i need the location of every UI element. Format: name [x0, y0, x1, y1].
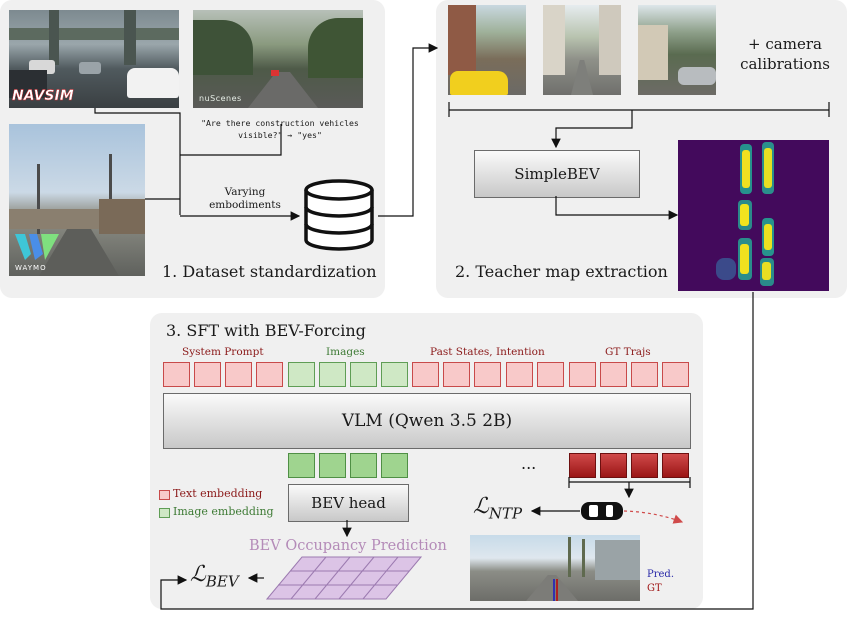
bev-occupancy-grid — [266, 556, 422, 600]
token-system-prompt — [194, 362, 221, 387]
bev-occupancy-label: BEV Occupancy Prediction — [249, 538, 447, 554]
token-past-states — [443, 362, 470, 387]
loss-ntp-symbol: ℒ — [473, 494, 489, 519]
waymo-camera-image: WAYMO — [9, 124, 145, 276]
prediction-camera-image — [470, 535, 640, 601]
varying-label: Varying — [224, 186, 266, 198]
pred-label: Pred. — [647, 569, 675, 580]
vlm-box: VLM (Qwen 3.5 2B) — [163, 393, 691, 449]
token-image — [381, 362, 408, 387]
group-label-system-prompt: System Prompt — [182, 346, 264, 358]
loss-ntp-subscript: NTP — [488, 504, 523, 523]
token-past-states — [537, 362, 564, 387]
database-icon — [304, 179, 374, 251]
loss-bev-subscript: BEV — [205, 572, 239, 591]
street-camera-image-2 — [543, 5, 621, 95]
token-past-states — [412, 362, 439, 387]
legend-image-swatch — [159, 508, 170, 518]
token-past-states — [474, 362, 501, 387]
embodiments-label: embodiments — [209, 199, 281, 211]
output-traj-token — [631, 453, 658, 478]
loss-bev: ℒBEV — [190, 562, 239, 590]
token-gt-traj — [569, 362, 596, 387]
output-traj-token — [662, 453, 689, 478]
bev-teacher-map — [678, 140, 829, 291]
token-gt-traj — [631, 362, 658, 387]
gt-label: GT — [647, 583, 662, 594]
panel3-title: 3. SFT with BEV-Forcing — [166, 321, 366, 340]
loss-ntp: ℒNTP — [473, 494, 522, 522]
output-image-token — [288, 453, 315, 478]
legend-text-label: Text embedding — [173, 487, 263, 500]
navsim-camera-image: NAVSIM — [9, 10, 179, 108]
legend-text-swatch — [159, 490, 170, 500]
output-traj-token — [569, 453, 596, 478]
legend-image-label: Image embedding — [173, 505, 274, 518]
qa-example-line1: "Are there construction vehicles visible… — [200, 117, 360, 141]
varying-embodiments-label: Varying embodiments — [205, 186, 285, 212]
token-system-prompt — [163, 362, 190, 387]
simplebev-label: SimpleBEV — [514, 165, 600, 183]
output-traj-token — [600, 453, 627, 478]
token-image — [350, 362, 377, 387]
token-gt-traj — [662, 362, 689, 387]
group-label-images: Images — [326, 346, 365, 358]
street-camera-image-3 — [638, 5, 716, 95]
car-icon — [581, 502, 623, 520]
ellipsis: ... — [521, 454, 537, 473]
camera-calibrations-label: + camera calibrations — [730, 34, 840, 74]
group-label-gt-trajs: GT Trajs — [605, 346, 651, 358]
simplebev-box: SimpleBEV — [474, 150, 640, 198]
group-label-past-states: Past States, Intention — [430, 346, 545, 358]
panel2-title: 2. Teacher map extraction — [455, 262, 668, 281]
camera-label: + camera — [748, 35, 822, 53]
vlm-label: VLM (Qwen 3.5 2B) — [341, 411, 513, 431]
bev-head-label: BEV head — [311, 494, 386, 512]
qa-example-text: "Are there construction vehicles visible… — [201, 118, 359, 140]
calibrations-label: calibrations — [740, 55, 830, 73]
token-gt-traj — [600, 362, 627, 387]
navsim-logo: NAVSIM — [12, 88, 74, 104]
token-system-prompt — [225, 362, 252, 387]
waymo-logo-text: WAYMO — [15, 264, 47, 272]
loss-bev-symbol: ℒ — [190, 562, 206, 587]
waymo-logo-icon — [15, 234, 59, 260]
token-system-prompt — [256, 362, 283, 387]
output-image-token — [350, 453, 377, 478]
token-past-states — [506, 362, 533, 387]
nuscenes-logo: nuScenes — [199, 94, 242, 103]
output-image-token — [319, 453, 346, 478]
bev-head-box: BEV head — [288, 484, 409, 522]
token-image — [288, 362, 315, 387]
token-image — [319, 362, 346, 387]
nuscenes-camera-image: nuScenes — [193, 10, 363, 108]
output-image-token — [381, 453, 408, 478]
street-camera-image-1 — [448, 5, 526, 95]
panel1-title: 1. Dataset standardization — [162, 262, 377, 281]
